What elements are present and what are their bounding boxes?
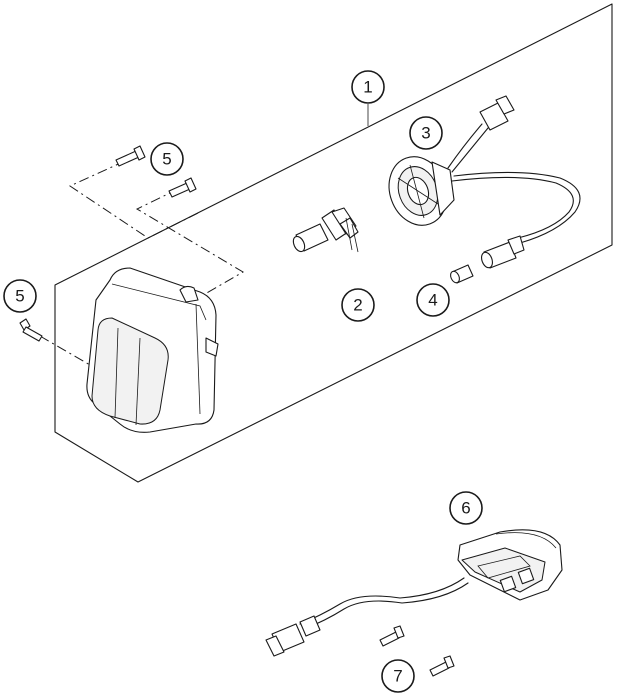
callout-1-label: 1 <box>363 78 372 97</box>
callout-5a-label: 5 <box>162 150 171 169</box>
callout-7: 7 <box>381 659 415 693</box>
screw-5-middle[interactable] <box>168 177 197 198</box>
screw-assembly-lines <box>39 160 244 366</box>
callout-2-label: 2 <box>353 296 362 315</box>
callout-6: 6 <box>449 491 483 525</box>
bulb-2[interactable] <box>291 207 359 253</box>
callout-5b-label: 5 <box>15 287 24 306</box>
screw-5-upper[interactable] <box>115 145 146 167</box>
callout-6-label: 6 <box>461 499 470 518</box>
screw-5-left[interactable] <box>19 318 43 342</box>
screw-7-upper[interactable] <box>379 625 405 647</box>
callout-5a: 5 <box>150 142 184 176</box>
callout-2: 2 <box>341 288 375 322</box>
headlight-housing[interactable] <box>86 267 219 433</box>
callout-1: 1 <box>351 70 385 104</box>
callout-3: 3 <box>409 116 443 150</box>
bulb-4[interactable] <box>449 264 474 284</box>
callout-7-label: 7 <box>393 667 402 686</box>
callout-3-label: 3 <box>421 124 430 143</box>
assembly-1-outline <box>54 3 613 483</box>
callout-4-label: 4 <box>428 291 437 310</box>
light-unit-6[interactable] <box>265 529 563 657</box>
screw-7-lower[interactable] <box>429 655 455 677</box>
callout-5b: 5 <box>3 279 37 313</box>
bulb-socket-3[interactable] <box>380 95 581 269</box>
callout-4: 4 <box>416 283 450 317</box>
